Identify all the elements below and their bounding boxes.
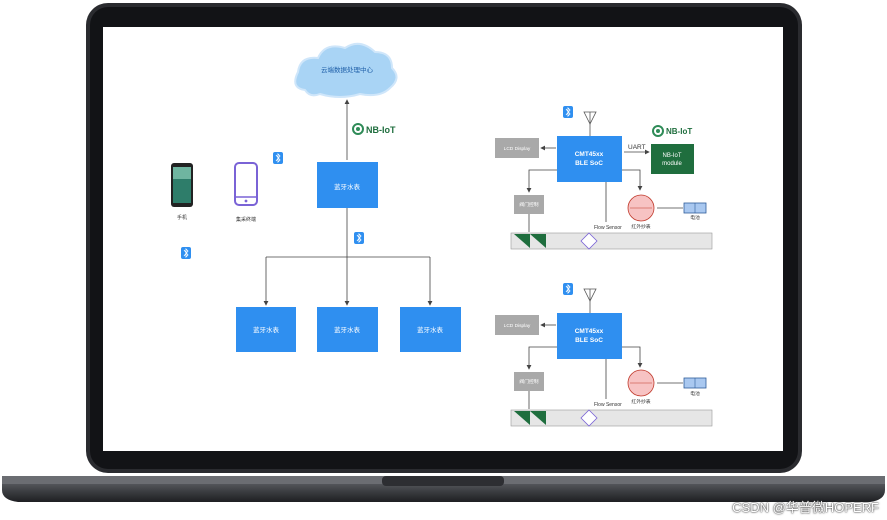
bluetooth-icon xyxy=(273,152,283,164)
meter-label: 蓝牙水表 xyxy=(417,325,444,334)
nbiot-logo-left-text: NB-IoT xyxy=(366,125,396,135)
cloud-label: 云端数据处理中心 xyxy=(321,65,374,74)
watermark: CSDN @华普微HOPERF xyxy=(732,500,879,515)
nbiot-logo-left: NB-IoT xyxy=(352,123,396,135)
meter-box xyxy=(236,307,296,352)
meter-box xyxy=(317,307,378,352)
terminal-label: 集采终端 xyxy=(236,216,256,223)
cloud xyxy=(294,42,398,98)
top-meter-panel: NB-IoT LCD Display CMT45xx BLE SoC UART … xyxy=(495,106,713,250)
flow-sensor-label: Flow Sensor xyxy=(594,225,622,231)
soc-line1: CMT45xx xyxy=(575,151,604,158)
flow-sensor-icon xyxy=(580,409,598,427)
soc-to-valve-link xyxy=(526,346,557,370)
bluetooth-icon xyxy=(354,232,364,244)
nbiot-module-line1: NB-IoT xyxy=(662,153,681,159)
valve-icon xyxy=(514,411,546,425)
valve-control-label: 阀门控制 xyxy=(519,201,538,208)
lcd-display-label: LCD Display xyxy=(504,323,531,329)
bluetooth-icon xyxy=(563,106,573,118)
phone-icon xyxy=(171,163,193,207)
phone-label: 手机 xyxy=(177,214,187,221)
bluetooth-icon xyxy=(181,247,191,259)
meter-label: 蓝牙水表 xyxy=(334,325,361,334)
valve-control-label: 阀门控制 xyxy=(519,378,538,385)
flow-sensor-label: Flow Sensor xyxy=(594,402,622,408)
terminal-icon xyxy=(234,162,258,206)
nbiot-module-line2: module xyxy=(662,161,682,167)
soc-line2: BLE SoC xyxy=(575,337,603,344)
laptop-base xyxy=(2,481,885,502)
soc-line2: BLE SoC xyxy=(575,160,603,167)
valve-control-box xyxy=(514,195,544,214)
valve-control-box xyxy=(514,372,544,391)
soc-to-valve-link xyxy=(526,169,557,193)
hub-meter-box xyxy=(317,162,378,208)
nbiot-module-box xyxy=(651,144,694,174)
water-pipe xyxy=(510,232,713,250)
bottom-meter-panel: LCD Display CMT45xx BLE SoC 阀门控制 红外抄表 电池… xyxy=(495,283,713,427)
uart-label: UART xyxy=(628,144,646,151)
laptop-notch xyxy=(382,476,504,486)
nbiot-logo-right-text: NB-IoT xyxy=(666,127,692,136)
flow-sensor-icon xyxy=(580,232,598,250)
lcd-display-box xyxy=(495,315,539,335)
soc-to-ir-link xyxy=(622,346,643,368)
soc-line1: CMT45xx xyxy=(575,328,604,335)
water-pipe xyxy=(510,409,713,427)
bluetooth-icon xyxy=(563,283,573,295)
soc-to-ir-link xyxy=(622,169,643,191)
soc-box xyxy=(557,136,622,182)
lcd-display-label: LCD Display xyxy=(504,146,531,152)
ir-label: 红外抄表 xyxy=(631,223,650,230)
valve-icon xyxy=(514,234,546,248)
lcd-display-box xyxy=(495,138,539,158)
hub-meter-label: 蓝牙水表 xyxy=(334,182,361,191)
meter-label: 蓝牙水表 xyxy=(253,325,280,334)
battery-label: 电池 xyxy=(690,214,700,221)
ir-label: 红外抄表 xyxy=(631,398,650,405)
antenna-icon xyxy=(583,288,597,313)
nbiot-logo-right: NB-IoT xyxy=(652,125,692,137)
battery-label: 电池 xyxy=(690,390,700,397)
soc-box xyxy=(557,313,622,359)
antenna-icon xyxy=(583,111,597,136)
meter-box xyxy=(400,307,461,352)
